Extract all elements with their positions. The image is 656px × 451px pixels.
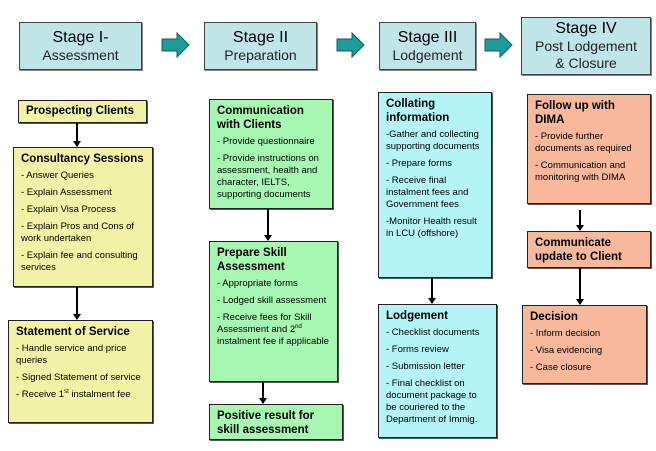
connector-arrow	[576, 268, 584, 305]
box-heading: Lodgement	[386, 310, 448, 322]
prepare-skill-assessment-box: Prepare Skill Assessment - Appropriate f…	[209, 241, 338, 382]
stage-3-subtitle: Lodgement	[392, 46, 463, 63]
lodgement-box: Lodgement - Checklist documents - Forms …	[378, 304, 497, 438]
box-heading: Communicate update to Client	[535, 237, 622, 263]
arrow-right-icon	[336, 31, 365, 59]
statement-of-service-box: Statement of Service - Handle service an…	[8, 320, 153, 423]
consultancy-sessions-box: Consultancy Sessions - Answer Queries - …	[13, 147, 153, 287]
connector-arrow	[428, 278, 436, 304]
communicate-update-box: Communicate update to Client	[527, 231, 651, 268]
list-item: - Final checklist on document package to…	[386, 378, 478, 425]
stage-4-title: Stage IV	[555, 20, 617, 37]
list-item: - Provide further documents as required	[535, 131, 632, 154]
stage-3-header: Stage III Lodgement	[379, 22, 476, 70]
arrow-right-icon	[484, 31, 513, 59]
list-item: - Communication and monitoring with DIMA	[535, 160, 626, 183]
arrow-right-icon	[161, 31, 190, 59]
connector-arrow	[576, 210, 584, 231]
item-text: instalment fee	[68, 389, 131, 400]
box-heading: Communication with Clients	[217, 105, 304, 131]
list-item: - Signed Statement of service	[16, 372, 141, 383]
list-item: - Explain Assessment	[21, 187, 112, 198]
list-item: - Case closure	[530, 362, 592, 373]
positive-result-box: Positive result for skill assessment	[209, 404, 343, 440]
box-heading: Positive result for skill assessment	[217, 410, 315, 436]
stage-4-header: Stage IV Post Lodgement & Closure	[521, 17, 651, 75]
list-item: - Handle service and price queries	[16, 343, 127, 366]
box-heading: Consultancy Sessions	[21, 153, 144, 165]
box-heading: Statement of Service	[16, 326, 130, 338]
item-text: instalment fee if applicable	[217, 336, 329, 347]
list-item: - Appropriate forms	[217, 278, 298, 289]
box-heading: Decision	[530, 311, 578, 323]
item-text: - Receive 1	[16, 389, 65, 400]
connector-arrow	[73, 123, 81, 147]
box-heading: Prospecting Clients	[26, 105, 134, 117]
list-item: -Monitor Health result in LCU (offshore)	[386, 216, 477, 239]
stage-2-header: Stage II Preparation	[204, 22, 317, 70]
connector-arrow	[264, 209, 272, 241]
list-item: - Provide instructions on assessment, he…	[217, 153, 319, 200]
list-item: -Gather and collecting supporting docume…	[386, 129, 480, 152]
box-heading: Collating information	[386, 98, 450, 124]
decision-box: Decision - Inform decision - Visa eviden…	[522, 305, 647, 384]
list-item: - Inform decision	[530, 328, 601, 339]
stage-1-header: Stage I- Assessment	[19, 22, 142, 70]
connector-arrow	[259, 382, 267, 404]
stage-3-title: Stage III	[397, 28, 458, 46]
prospecting-clients-box: Prospecting Clients	[18, 100, 147, 123]
list-item: - Explain Pros and Cons of work undertak…	[21, 221, 135, 244]
stage-2-subtitle: Preparation	[224, 46, 297, 63]
list-item: - Explain Visa Process	[21, 204, 116, 215]
list-item: - Checklist documents	[386, 327, 480, 338]
collating-information-box: Collating information -Gather and collec…	[378, 92, 492, 278]
list-item: - Answer Queries	[21, 170, 94, 181]
list-item: - Submission letter	[386, 361, 465, 372]
list-item: - Explain fee and consulting services	[21, 250, 138, 273]
stage-2-title: Stage II	[232, 28, 289, 46]
stage-1-subtitle: Assessment	[42, 46, 119, 63]
list-item: - Visa evidencing	[530, 345, 603, 356]
ordinal-suffix: st	[64, 388, 69, 395]
list-item: - Prepare forms	[386, 158, 452, 169]
stage-1-title: Stage I-	[52, 28, 109, 46]
communication-with-clients-box: Communication with Clients - Provide que…	[209, 99, 333, 209]
box-heading: Follow up with DIMA	[535, 100, 615, 126]
stage-4-subtitle: Post Lodgement	[535, 38, 637, 54]
list-item: - Forms review	[386, 344, 449, 355]
ordinal-suffix: nd	[295, 323, 302, 330]
list-item: - Receive final instalment fees and Gove…	[386, 175, 469, 210]
item-text: - Receive fees for Skill Assessment and …	[217, 312, 312, 335]
list-item: - Provide questionnaire	[217, 136, 315, 147]
follow-up-with-dima-box: Follow up with DIMA - Provide further do…	[527, 94, 651, 204]
list-item: - Receive 1st instalment fee	[16, 389, 146, 401]
list-item: - Receive fees for Skill Assessment and …	[217, 312, 331, 348]
list-item: - Lodged skill assessment	[217, 295, 327, 306]
box-heading: Prepare Skill Assessment	[217, 247, 287, 273]
connector-arrow	[73, 287, 81, 320]
stage-4-subtitle-2: & Closure	[555, 55, 617, 71]
